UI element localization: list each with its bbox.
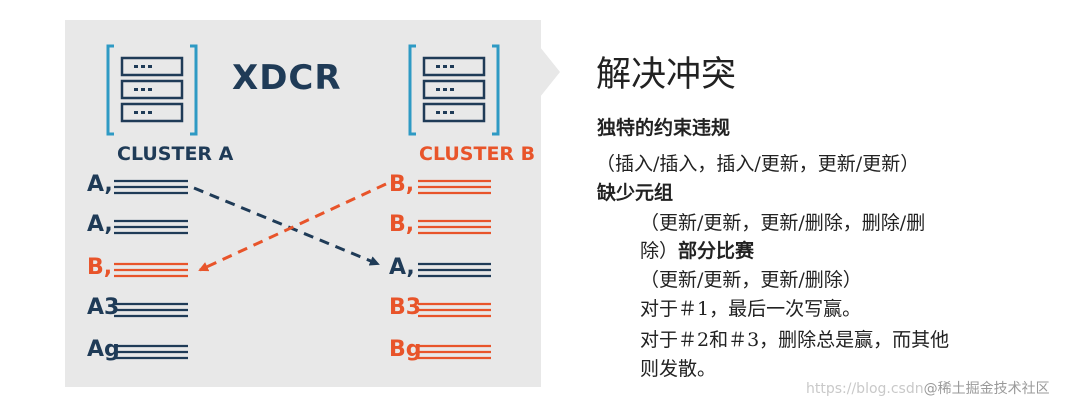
watermark: https://blog.csdn@稀土掘金技术社区 xyxy=(806,378,1050,398)
text-line: 除）部分比赛 xyxy=(640,236,754,263)
cluster-a-record: A, xyxy=(87,212,113,237)
cluster-a-record: A3 xyxy=(87,295,120,320)
heading: 解决冲突 xyxy=(596,55,737,95)
callout-pointer xyxy=(540,47,560,97)
arrow-b-to-a xyxy=(198,182,387,272)
text-line: （插入/插入，插入/更新，更新/更新） xyxy=(596,153,920,175)
record-lines xyxy=(114,179,491,360)
cluster-b-label: CLUSTER B xyxy=(419,143,536,165)
text-fragment: 部分比赛 xyxy=(678,240,755,262)
text-line: 独特的约束违规 xyxy=(597,117,731,139)
text-fragment: 除） xyxy=(640,240,679,262)
text-line: （更新/更新，更新/删除） xyxy=(640,269,862,291)
text-line: 则发散。 xyxy=(640,358,717,380)
cluster-b-record: Bg xyxy=(389,337,422,362)
server-rack-icon xyxy=(106,44,198,136)
text-line: 对于＃2和＃3，删除总是赢，而其他 xyxy=(640,329,950,351)
watermark-brand: @稀土掘金技术社区 xyxy=(923,381,1050,397)
cluster-a-record: A, xyxy=(87,172,113,197)
xdcr-title: XDCR xyxy=(232,58,342,98)
cluster-b-record: A, xyxy=(389,255,415,280)
text-line: 缺少元组 xyxy=(597,182,674,204)
cluster-a-label: CLUSTER A xyxy=(117,143,234,165)
cluster-b-record: B, xyxy=(389,172,415,197)
watermark-url: https://blog.csdn xyxy=(806,381,924,397)
cluster-b-record: B3 xyxy=(389,295,422,320)
cluster-a-record: B, xyxy=(87,255,113,280)
cluster-b-record: B, xyxy=(389,212,415,237)
text-line: （更新/更新，更新/删除，删除/删 xyxy=(640,212,926,234)
server-rack-icon xyxy=(408,44,500,136)
text-line: 对于＃1，最后一次写赢。 xyxy=(640,298,862,320)
